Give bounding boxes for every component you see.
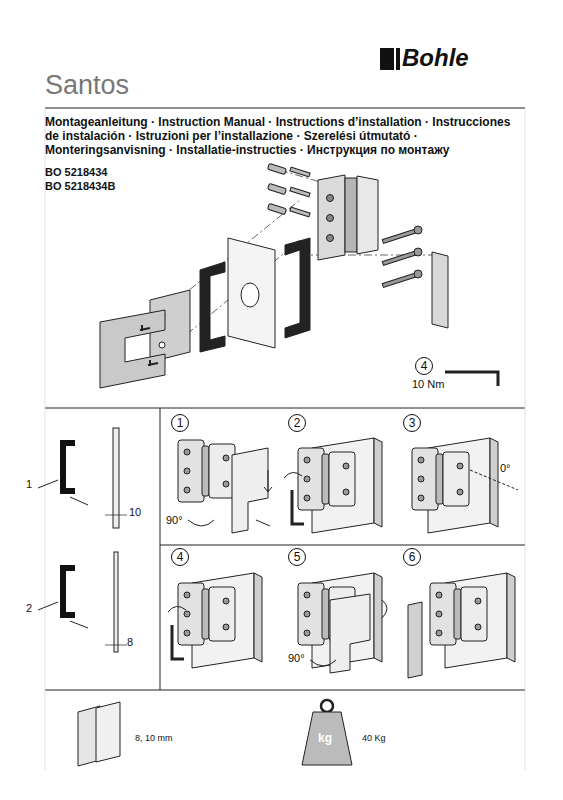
step-number: 2 — [288, 414, 306, 432]
step-number: 6 — [403, 548, 421, 566]
model-number: BO 5218434B — [45, 180, 115, 193]
header-text: Montageanleitung · Instruction Manual · … — [45, 116, 525, 157]
product-title: Santos — [45, 70, 129, 101]
dimension-label: 1 — [26, 478, 32, 491]
step-number-text: 3 — [409, 417, 416, 429]
thickness-label: 8, 10 mm — [135, 733, 173, 743]
logo-text: Bohle — [402, 44, 469, 72]
step-number: 3 — [403, 414, 421, 432]
step-number-text: 1 — [177, 417, 184, 429]
angle-label: 90° — [166, 514, 183, 527]
step-number-text: 5 — [294, 551, 301, 563]
angle-label: 90° — [288, 652, 305, 665]
step-number-text: 4 — [177, 551, 184, 563]
step-number: 5 — [288, 548, 306, 566]
step-number-text: 2 — [294, 417, 301, 429]
step-number-text: 6 — [409, 551, 416, 563]
angle-label: 0° — [500, 462, 511, 475]
weight-unit: kg — [318, 732, 332, 746]
step-number-text: 4 — [421, 360, 428, 372]
dimension-label: 2 — [26, 602, 32, 615]
step-number: 1 — [171, 414, 189, 432]
step-number: 4 — [415, 357, 433, 375]
model-number: BO 5218434 — [45, 166, 107, 179]
weight-label: 40 Kg — [362, 733, 386, 743]
dimension-label: 8 — [127, 636, 133, 649]
torque-value: 10 Nm — [412, 378, 444, 391]
dimension-label: 10 — [129, 506, 141, 519]
step-number: 4 — [171, 548, 189, 566]
